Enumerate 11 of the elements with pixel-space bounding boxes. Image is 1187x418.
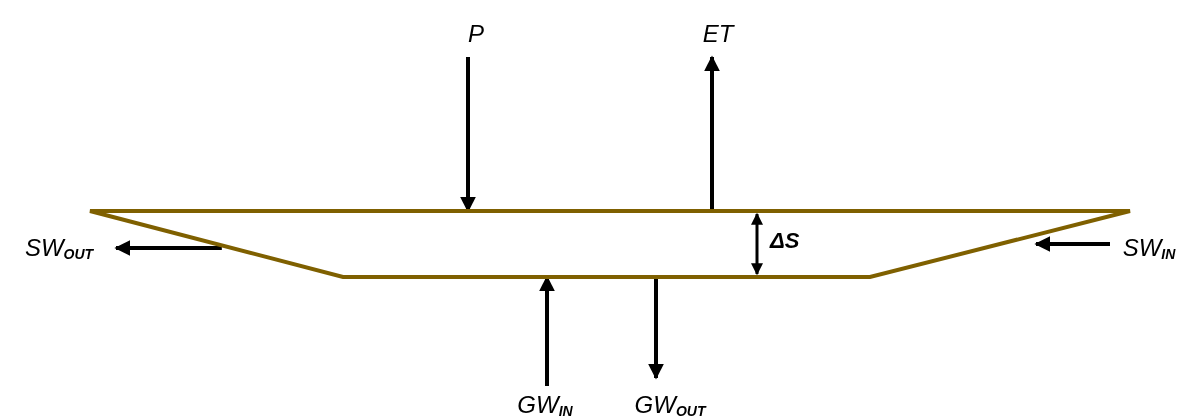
flux-label: GW$_{IN}$ <box>517 393 573 417</box>
arrow <box>704 55 720 211</box>
arrow <box>648 277 664 380</box>
flux-label: GW$_{OUT}$ <box>634 393 706 417</box>
flux-label: SW$_{IN}$ <box>1122 236 1176 260</box>
arrow <box>1034 236 1110 252</box>
flux-label: P <box>468 22 484 46</box>
storage-change-label: ΔS <box>770 230 800 252</box>
flux-label: SW$_{OUT}$ <box>24 236 94 260</box>
flux-label: ET <box>702 22 734 46</box>
arrow <box>114 240 222 256</box>
